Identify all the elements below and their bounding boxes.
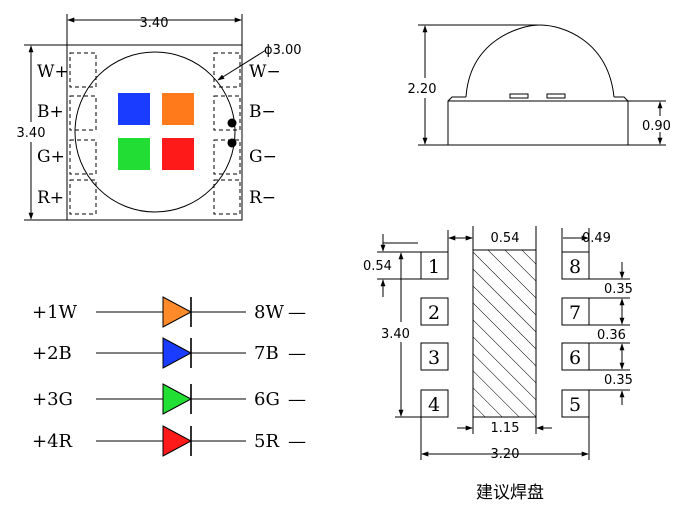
dome-profile <box>465 24 615 98</box>
top-view: 3.40 3.40 ϕ3.00 W+ B+ G+ R+ W− B− <box>17 14 302 221</box>
wiring-right-label: 5R <box>254 431 279 452</box>
pad-4 <box>420 389 449 418</box>
chip-orange <box>162 93 194 125</box>
pin-label-left: B+ <box>37 102 64 122</box>
pin-label-right: R− <box>249 188 276 208</box>
pad-3 <box>420 342 449 371</box>
pad-7 <box>561 297 590 326</box>
pin-label-left: R+ <box>37 188 64 208</box>
total-height-label: 3.40 <box>381 327 410 342</box>
pin-label-right: G− <box>249 147 277 167</box>
wiring-dash: — <box>288 343 306 364</box>
total-width-label: 3.20 <box>491 447 520 462</box>
led-diode-symbol <box>162 383 193 415</box>
polarity-dot <box>227 138 237 148</box>
wiring-right-label: 8W <box>254 302 284 323</box>
pitch-label: 0.36 <box>597 328 626 343</box>
pad-number: 8 <box>569 256 581 278</box>
chip-blue <box>118 93 150 125</box>
package-outline <box>66 44 243 221</box>
wiring-row: +2B 7B — <box>32 337 306 369</box>
wiring-dash: — <box>288 431 306 452</box>
top-width-label: 3.40 <box>140 16 169 31</box>
wiring-right-label: 6G <box>254 389 280 410</box>
pin-label-right: W− <box>249 62 281 82</box>
chip-green <box>118 138 150 170</box>
pad-layout-caption: 建议焊盘 <box>476 483 544 503</box>
pin-label-right: B− <box>249 102 276 122</box>
center-bottom-label: 1.15 <box>491 421 520 436</box>
pad-number: 5 <box>569 394 581 416</box>
pad-8 <box>561 251 590 280</box>
top-height-label: 3.40 <box>17 126 46 141</box>
center-width-label: 0.54 <box>491 231 520 246</box>
side-base-label: 0.90 <box>642 119 671 134</box>
pad-height-label: 0.54 <box>363 259 392 274</box>
pad-number: 4 <box>428 394 440 416</box>
wiring-dash: — <box>288 302 306 323</box>
side-height-label: 2.20 <box>408 82 437 97</box>
pad-5 <box>561 389 590 418</box>
right-width-label: 0.49 <box>582 231 611 246</box>
polarity-dot <box>227 118 237 128</box>
pitch-label: 0.35 <box>604 282 633 297</box>
led-diode-symbol <box>162 337 193 369</box>
pin-label-left: W+ <box>37 62 69 82</box>
package-base <box>447 100 629 146</box>
wiring-right-label: 7B <box>254 343 279 364</box>
pad-1 <box>420 251 449 280</box>
pad-number: 1 <box>428 256 440 278</box>
pad-2 <box>420 297 449 326</box>
pad-6 <box>561 342 590 371</box>
wiring-left-label: +1W <box>32 302 78 323</box>
wiring-left-label: +3G <box>32 389 73 410</box>
wiring-left-label: +2B <box>32 343 72 364</box>
chip-red <box>162 138 194 170</box>
pad-layout: 1 2 3 4 8 7 6 5 0.54 0.49 0.54 3.40 <box>363 226 633 462</box>
pad-number: 7 <box>569 302 581 324</box>
wiring-row: +3G 6G — <box>32 383 306 415</box>
wiring-row: +4R 5R — <box>32 425 306 457</box>
wiring-dash: — <box>288 389 306 410</box>
wiring-left-label: +4R <box>32 431 73 452</box>
side-view: 2.20 0.90 <box>408 24 671 146</box>
thermal-pad <box>472 249 537 418</box>
wiring-row: +1W 8W— <box>32 296 306 328</box>
led-diode-symbol <box>162 296 193 328</box>
pad-number: 6 <box>569 347 581 369</box>
pad-number: 2 <box>428 302 440 324</box>
dome-circle <box>74 51 236 213</box>
pad-number: 3 <box>428 347 440 369</box>
pin-label-left: G+ <box>37 147 65 167</box>
pitch-label: 0.35 <box>604 373 633 388</box>
led-diode-symbol <box>162 425 193 457</box>
diameter-label: ϕ3.00 <box>264 43 302 58</box>
